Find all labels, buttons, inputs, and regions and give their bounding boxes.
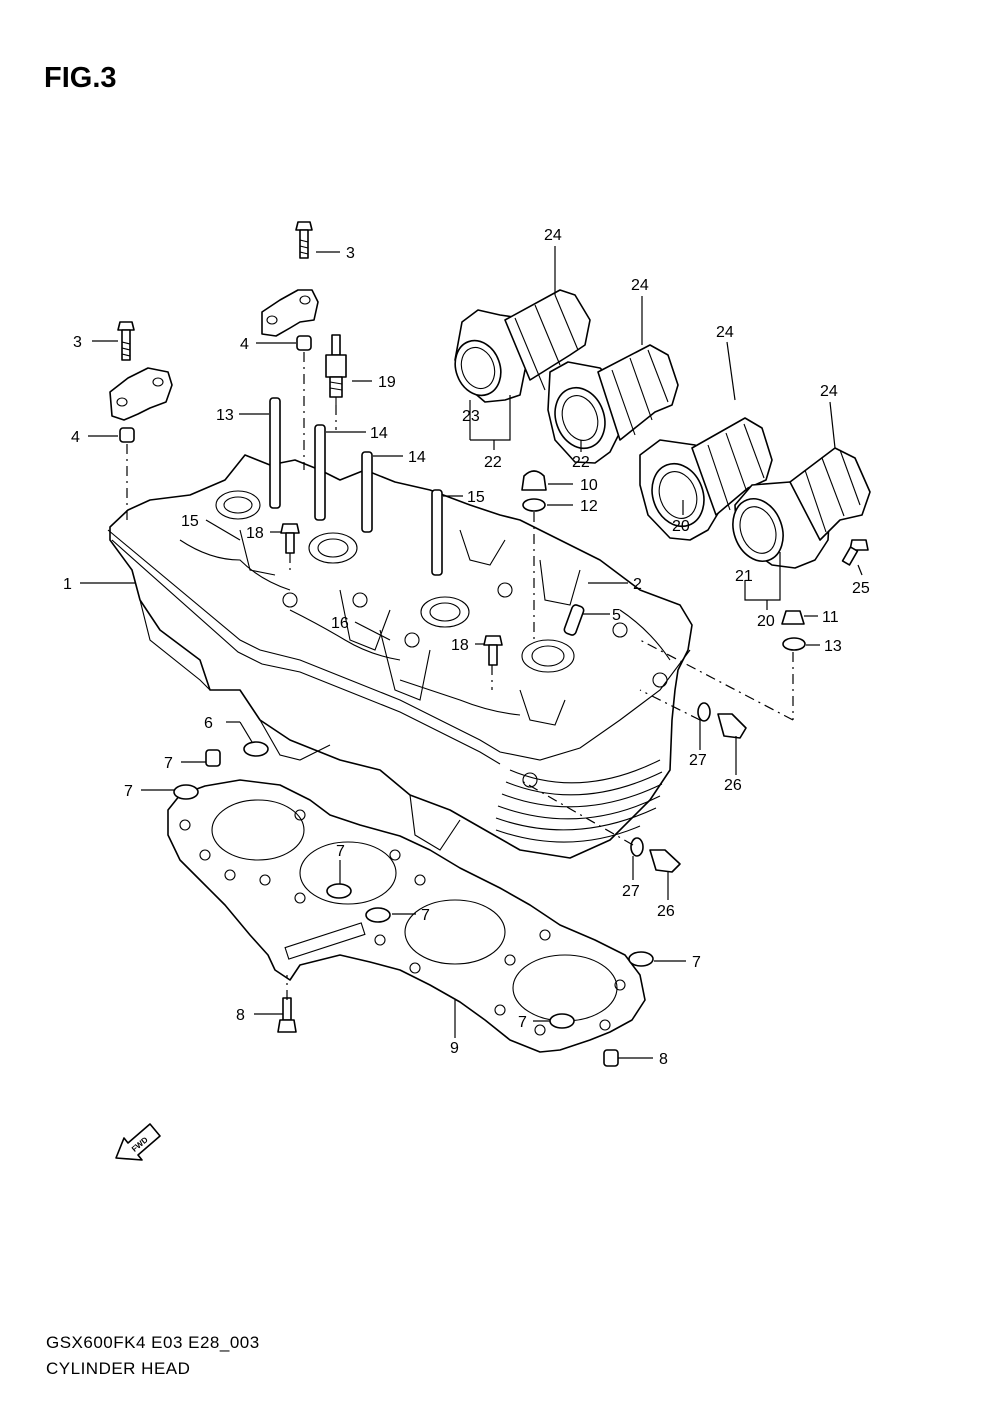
callout-26: 26: [724, 777, 742, 794]
intake-pipe-2: [547, 344, 679, 464]
callout-7: 7: [336, 843, 345, 860]
callout-24: 24: [820, 383, 838, 400]
gasket-27-upper: [697, 702, 711, 722]
callout-7: 6: [204, 715, 213, 732]
callout-2: 2: [633, 576, 642, 593]
figure-title: FIG.3: [44, 62, 117, 94]
callout-13: 13: [824, 638, 842, 655]
callout-3: 3: [346, 245, 355, 262]
o-ring-7-f: [549, 1013, 575, 1029]
stud-bolt-14-left: [269, 397, 281, 509]
callout-8: 8: [659, 1051, 668, 1068]
diagram-code: GSX600FK4 E03 E28_003: [46, 1333, 260, 1352]
callout-23: 23: [462, 408, 480, 425]
callout-4: 4: [71, 429, 80, 446]
dowel-pin-4-left: [119, 427, 135, 443]
callout-17: 16: [331, 615, 349, 632]
callout-19: 19: [378, 374, 396, 391]
cam-holder-left: [109, 367, 173, 421]
dowel-pin-4-upper: [296, 335, 312, 351]
callout-1: 1: [63, 576, 72, 593]
callout-18: 18: [246, 525, 264, 542]
bolt-18-upper: [280, 523, 300, 554]
bolt-18-lower: [483, 635, 503, 666]
stud-bolt-15-left: [361, 451, 373, 533]
callout-25: 25: [852, 580, 870, 597]
callout-11: 11: [822, 609, 839, 626]
callout-4: 4: [240, 336, 249, 353]
intake-pipe-4: [732, 447, 871, 569]
callout-7: 7: [124, 783, 133, 800]
callout-22: 22: [484, 454, 502, 471]
cam-holder-upper: [261, 289, 319, 337]
nut-11: [781, 610, 805, 625]
callout-7: 7: [421, 907, 430, 924]
callout-20: 20: [672, 518, 690, 535]
o-ring-7-e: [628, 951, 654, 967]
callout-27: 27: [622, 883, 640, 900]
callout-24: 24: [631, 277, 649, 294]
callout-9: 8: [236, 1007, 245, 1024]
callout-14: 14: [370, 425, 388, 442]
washer-13: [782, 637, 806, 651]
o-ring-7-a: [243, 741, 269, 757]
callout-5: 5: [612, 607, 621, 624]
intake-pipe-1: [454, 289, 591, 403]
callout-14: 13: [216, 407, 234, 424]
oil-jet-5: [563, 604, 585, 636]
callout-3: 3: [73, 334, 82, 351]
stud-bolt-14-right: [314, 424, 326, 521]
callout-6: 9: [450, 1040, 459, 1057]
callout-12: 12: [580, 498, 598, 515]
diagram-name: CYLINDER HEAD: [46, 1359, 191, 1378]
callout-22: 22: [572, 454, 590, 471]
callout-8: 7: [164, 755, 173, 772]
dowel-pin-8-left: [205, 749, 221, 767]
callout-27: 27: [689, 752, 707, 769]
spark-plug-19: [325, 334, 347, 405]
bolt-3-left: [117, 321, 135, 361]
callout-26: 26: [657, 903, 675, 920]
o-ring-7-c: [326, 883, 352, 899]
plug-26-lower: [649, 849, 681, 873]
callout-7: 7: [518, 1014, 527, 1031]
intake-pipe-3: [639, 417, 773, 541]
bolt-9: [277, 997, 297, 1033]
callout-numbers: 3 3 4 4 19 13 14 14 15 10 12 15 18 1 2 5…: [63, 227, 870, 1068]
o-ring-7-d: [365, 907, 391, 923]
leader-lines: [80, 246, 863, 1059]
stud-bolt-15-right: [431, 489, 443, 576]
callout-15: 14: [408, 449, 426, 466]
cylinder-head-part: [107, 454, 693, 859]
gasket-27-lower: [630, 837, 644, 857]
head-gasket-part: [167, 779, 646, 1053]
washer-12: [522, 498, 546, 512]
fwd-arrow-icon: FWD: [115, 1123, 161, 1161]
callout-21: 21: [735, 568, 753, 585]
callout-7: 7: [692, 954, 701, 971]
cap-nut-10: [521, 470, 547, 491]
callout-15: 15: [467, 489, 485, 506]
callout-16: 15: [181, 513, 199, 530]
bolt-25: [841, 539, 869, 566]
dowel-pin-8-right: [603, 1049, 619, 1067]
callout-24: 24: [716, 324, 734, 341]
bolt-3-upper: [295, 221, 313, 259]
o-ring-7-b: [173, 784, 199, 800]
plug-26-upper: [717, 713, 747, 739]
callout-10: 10: [580, 477, 598, 494]
callout-20: 20: [757, 613, 775, 630]
callout-24: 24: [544, 227, 562, 244]
callout-18: 18: [451, 637, 469, 654]
